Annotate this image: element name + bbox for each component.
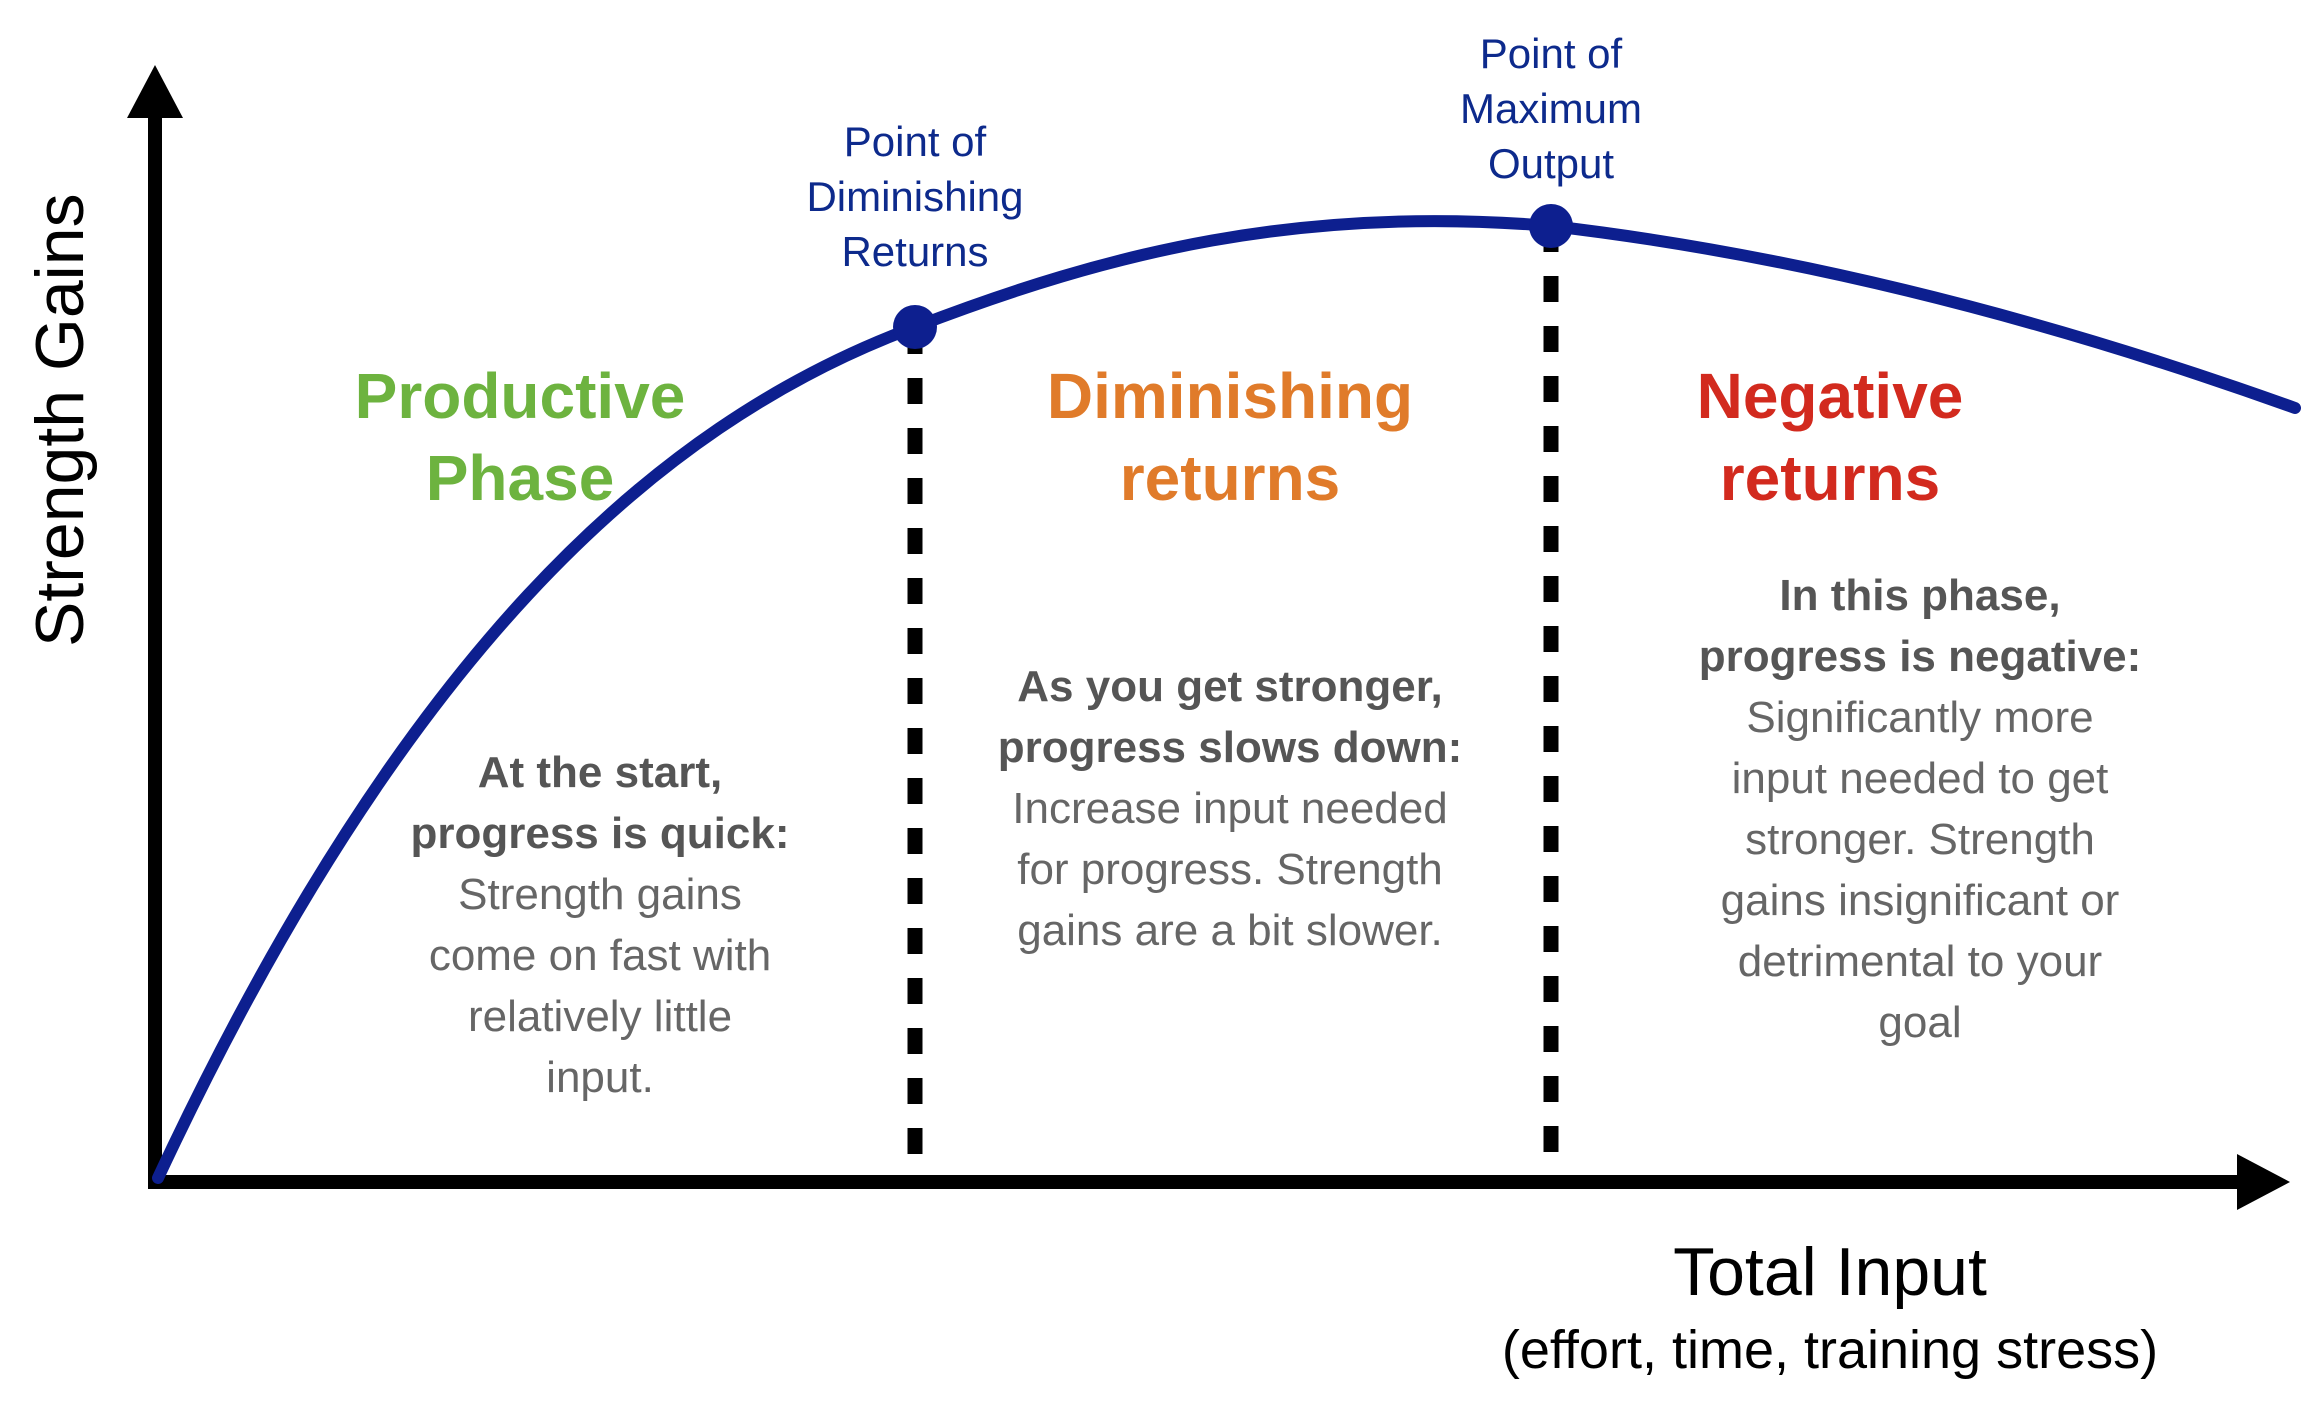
label-line: Diminishing	[806, 173, 1024, 220]
label-line: Returns	[841, 228, 989, 275]
description-line: stronger. Strength	[1745, 815, 2095, 864]
negative-returns-description: In this phase, progress is negative: Sig…	[1640, 565, 2200, 1053]
title-line: returns	[1119, 442, 1341, 514]
title-line: Phase	[425, 442, 615, 514]
description-line: Increase input needed	[1012, 784, 1448, 833]
label-line: Point of	[843, 118, 987, 165]
title-line: Diminishing	[1046, 360, 1414, 432]
description-bold-line: As you get stronger,	[1017, 662, 1443, 711]
description-line: detrimental to your	[1737, 937, 2103, 986]
productive-phase-title: Productive Phase	[300, 355, 740, 519]
title-line: returns	[1719, 442, 1941, 514]
description-bold-line: At the start,	[477, 748, 723, 797]
description-bold-line: progress slows down:	[997, 723, 1463, 772]
point-of-diminishing-returns-marker	[893, 305, 937, 349]
point-of-maximum-output-label: Point of Maximum Output	[1406, 26, 1696, 191]
description-line: for progress. Strength	[1017, 845, 1443, 894]
description-line: gains are a bit slower.	[1017, 906, 1443, 955]
description-line: input.	[546, 1053, 654, 1102]
x-axis-sublabel: (effort, time, training stress)	[1501, 1320, 2159, 1380]
title-line: Productive	[354, 360, 686, 432]
description-bold-line: progress is negative:	[1698, 632, 2142, 681]
negative-returns-title: Negative returns	[1600, 355, 2060, 519]
description-bold-line: progress is quick:	[410, 809, 790, 858]
y-axis-label: Strength Gains	[22, 193, 98, 647]
description-line: gains insignificant or	[1720, 876, 2120, 925]
label-line: Output	[1487, 140, 1615, 187]
x-axis-label: Total Input	[1673, 1234, 1987, 1310]
description-line: relatively little	[467, 992, 733, 1041]
description-line: come on fast with	[428, 931, 772, 980]
diminishing-returns-title: Diminishing returns	[1000, 355, 1460, 519]
x-axis-arrowhead	[2237, 1154, 2290, 1210]
description-bold-line: In this phase,	[1779, 571, 2061, 620]
productive-phase-description: At the start, progress is quick: Strengt…	[340, 742, 860, 1108]
diminishing-returns-description: As you get stronger, progress slows down…	[950, 656, 1510, 961]
title-line: Negative	[1696, 360, 1964, 432]
description-line: Strength gains	[458, 870, 742, 919]
point-of-diminishing-returns-label: Point of Diminishing Returns	[770, 114, 1060, 279]
strength-curve	[152, 214, 2301, 1184]
y-axis-arrowhead	[127, 65, 183, 118]
description-line: Significantly more	[1746, 693, 2094, 742]
description-line: input needed to get	[1731, 754, 2109, 803]
point-of-maximum-output-marker	[1529, 204, 1573, 248]
description-line: goal	[1878, 998, 1962, 1047]
label-line: Maximum	[1459, 85, 1642, 132]
label-line: Point of	[1479, 30, 1623, 77]
